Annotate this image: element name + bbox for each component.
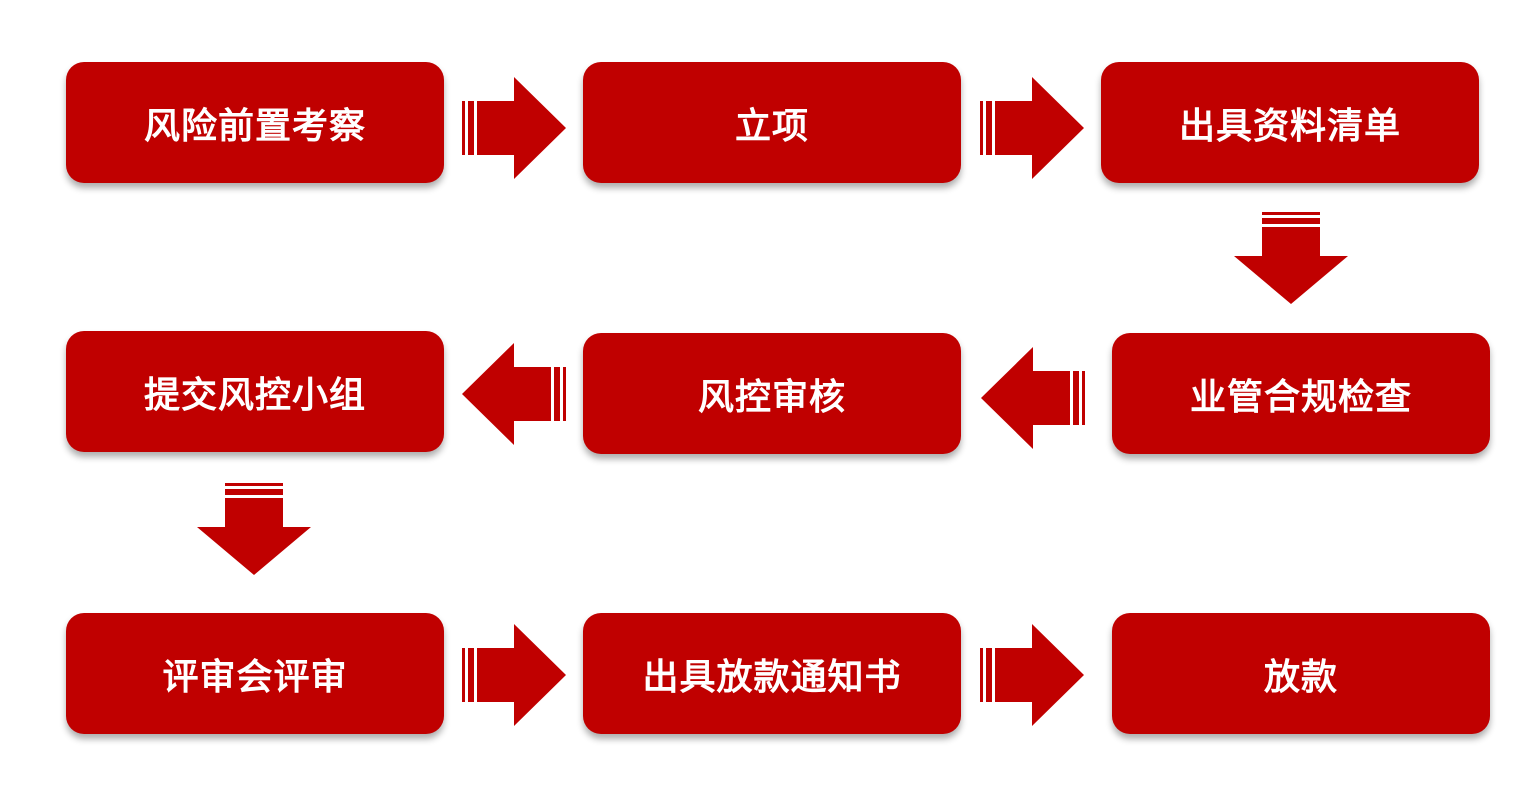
arrow-down-icon (197, 483, 311, 575)
step-project-approval: 立项 (583, 62, 961, 183)
step-compliance-check: 业管合规检查 (1112, 333, 1490, 454)
step-label: 出具放款通知书 (642, 656, 902, 698)
step-label: 出具资料清单 (1178, 105, 1401, 147)
step-risk-pre-inspection: 风险前置考察 (66, 62, 444, 183)
arrow-right-icon (462, 77, 566, 179)
step-label: 立项 (734, 105, 809, 147)
arrow-left-icon (981, 347, 1085, 449)
arrow-right-icon (980, 77, 1084, 179)
step-issue-document-list: 出具资料清单 (1101, 62, 1479, 183)
step-issue-loan-notice: 出具放款通知书 (583, 613, 961, 734)
arrow-left-icon (462, 343, 566, 445)
arrow-right-icon (980, 624, 1084, 726)
step-label: 提交风控小组 (143, 374, 366, 416)
step-risk-review: 风控审核 (583, 333, 961, 454)
step-submit-risk-group: 提交风控小组 (66, 331, 444, 452)
step-label: 风控审核 (697, 376, 846, 418)
step-label: 评审会评审 (162, 656, 348, 698)
step-loan-disbursement: 放款 (1112, 613, 1490, 734)
step-label: 业管合规检查 (1189, 376, 1412, 418)
step-review-committee: 评审会评审 (66, 613, 444, 734)
arrow-down-icon (1234, 212, 1348, 304)
step-label: 放款 (1263, 656, 1338, 698)
arrow-right-icon (462, 624, 566, 726)
step-label: 风险前置考察 (143, 105, 366, 147)
